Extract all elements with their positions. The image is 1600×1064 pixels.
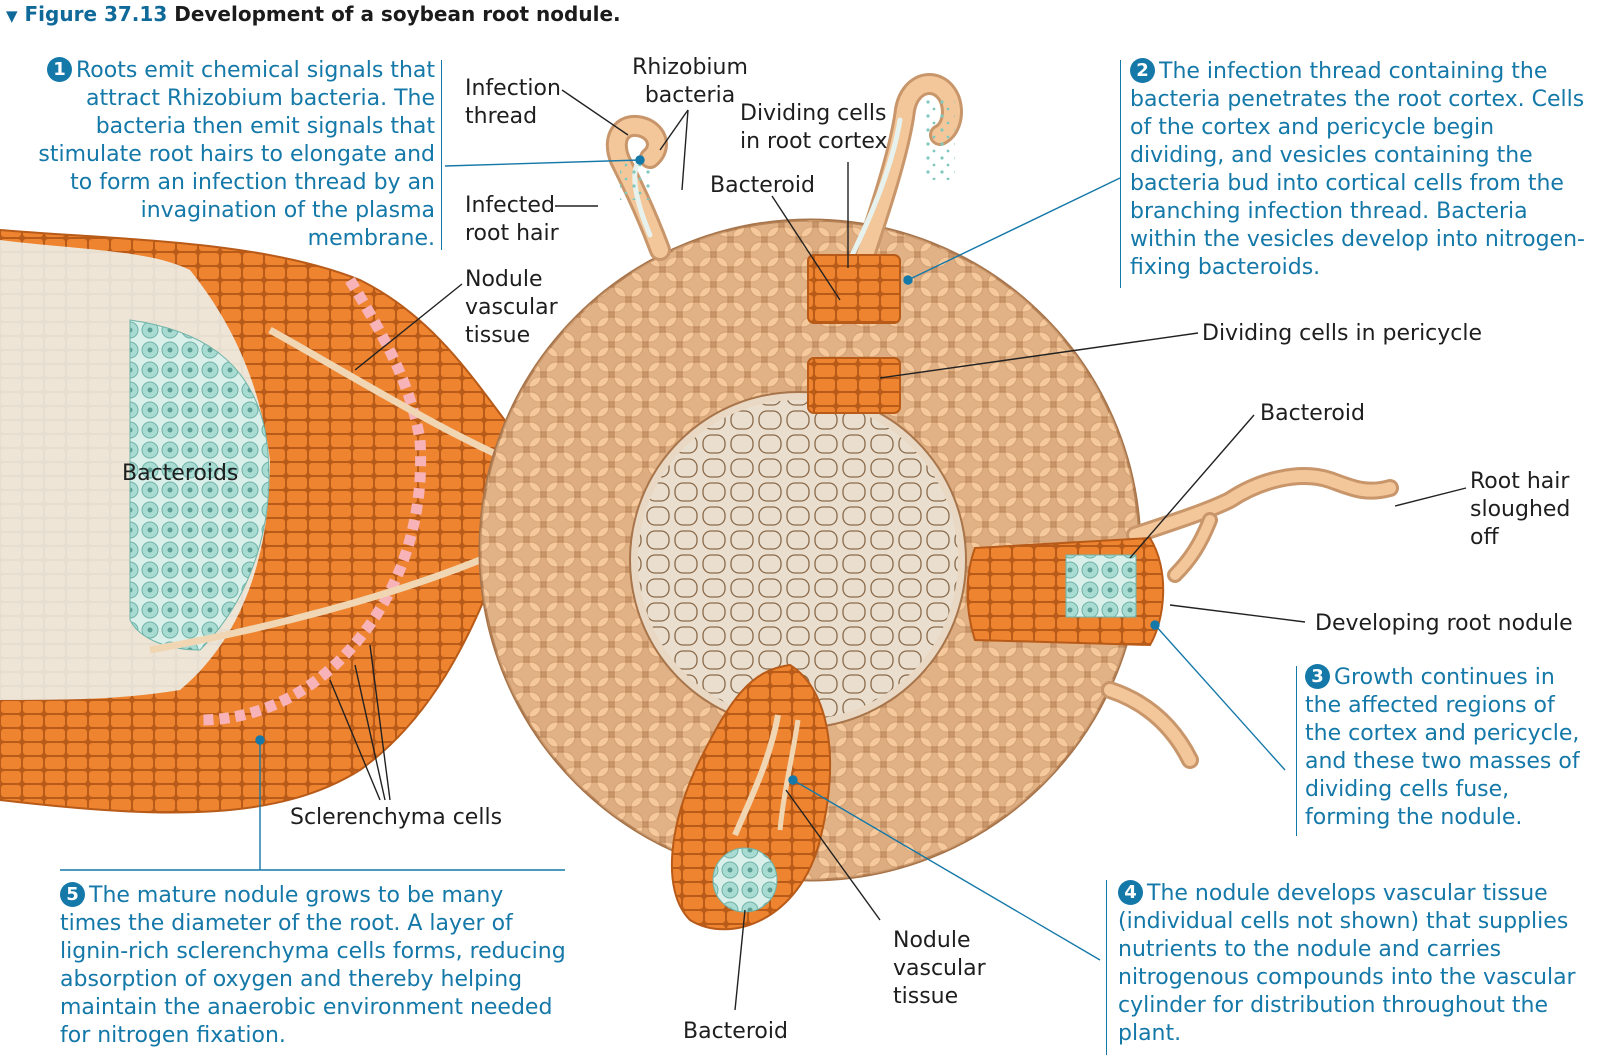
label-bacteroid-top: Bacteroid [710,173,815,198]
step-1-body: Roots emit chemical signals that attract… [38,58,435,251]
label-infection-thread: Infection thread [465,76,561,129]
label-bacteroid-bottom: Bacteroid [683,1019,788,1044]
label-sclerenchyma-cells: Sclerenchyma cells [290,805,503,830]
rhizobium-dots-left [620,160,650,200]
figure-title: ▼ Figure 37.13 Development of a soybean … [6,2,621,26]
step-4-number: 4 [1118,880,1143,905]
step-2-number: 2 [1130,58,1155,83]
label-dividing-cells-cortex: Dividing cells in root cortex [740,101,888,154]
step-2-body: The infection thread containing the bact… [1130,59,1585,280]
label-bacteroids-left: Bacteroids [122,461,239,486]
label-nodule-vascular-tissue-top: Nodule vascular tissue [465,267,558,348]
step-2-rule [1120,60,1121,288]
label-developing-root-nodule: Developing root nodule [1315,611,1573,636]
figure-caption: Development of a soybean root nodule. [174,2,621,26]
rhizobium-dots-right [925,100,955,180]
step-5-number: 5 [60,882,85,907]
label-infected-root-hair: Infected root hair [465,193,559,246]
label-dividing-cells-pericycle: Dividing cells in pericycle [1202,321,1483,346]
step-3-rule [1296,666,1297,836]
triangle-icon: ▼ [6,7,18,25]
label-bacteroid-right: Bacteroid [1260,401,1365,426]
leader-lines [329,89,1467,1011]
step-1-rule [441,60,442,250]
step-4-rule [1106,880,1107,1055]
step-4-body: The nodule develops vascular tissue (ind… [1118,881,1576,1046]
step-3-number: 3 [1305,664,1330,689]
dividing-regions [670,254,1165,931]
sclerenchyma-layer [199,277,427,726]
label-nodule-vascular-tissue-bottom: Nodule vascular tissue [893,928,986,1009]
step-3-body: Growth continues in the affected regions… [1305,665,1580,830]
step-5-body: The mature nodule grows to be many times… [60,883,566,1048]
label-rhizobium-bacteria: Rhizobium bacteria [632,55,748,108]
figure-number: Figure 37.13 [24,2,168,26]
callout-lines [60,155,1286,961]
step-1-number: 1 [46,57,72,82]
label-root-hair-sloughed: Root hair sloughed off [1470,469,1571,550]
